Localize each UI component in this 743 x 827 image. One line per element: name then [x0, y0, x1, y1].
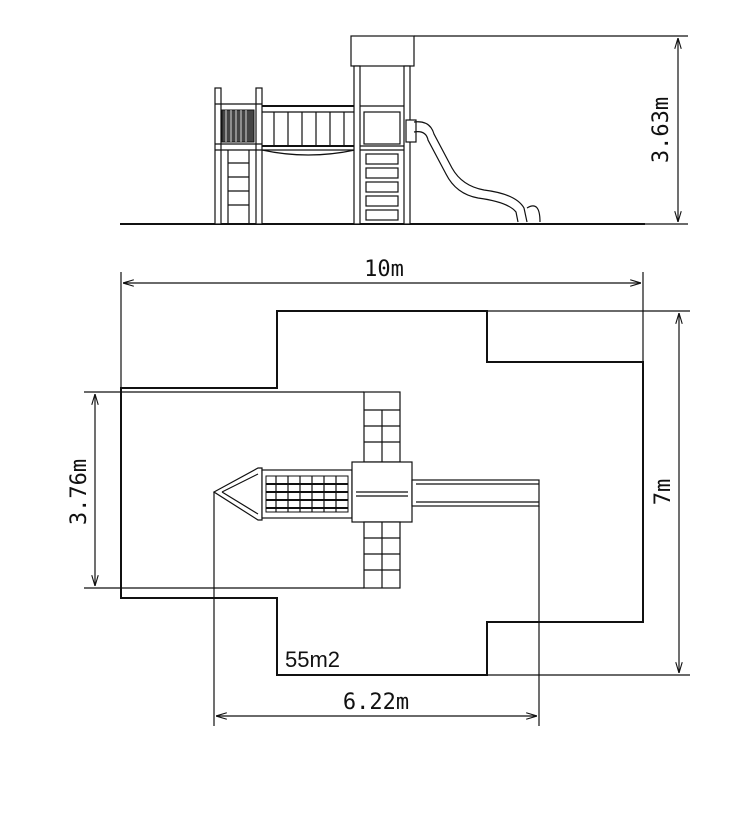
left-tower: [214, 87, 263, 225]
right-tower: [350, 35, 415, 225]
area-label: 55m2: [285, 647, 340, 672]
right-depth-dimension-label: 7m: [651, 479, 676, 506]
side-depth-dimension-label: 3.76m: [67, 459, 92, 525]
slide: [405, 119, 541, 223]
structure-width-dimension-label: 6.22m: [343, 690, 409, 715]
height-dimension-label: 3.63m: [649, 97, 674, 163]
bridge: [261, 105, 356, 156]
width-dimension-label: 10m: [364, 257, 404, 282]
elevation-view: 3.63m: [120, 35, 688, 225]
plan-view: 10m 3.76m 7m: [67, 257, 690, 726]
structure-plan: [212, 391, 540, 589]
safety-area-outline: [120, 310, 644, 676]
